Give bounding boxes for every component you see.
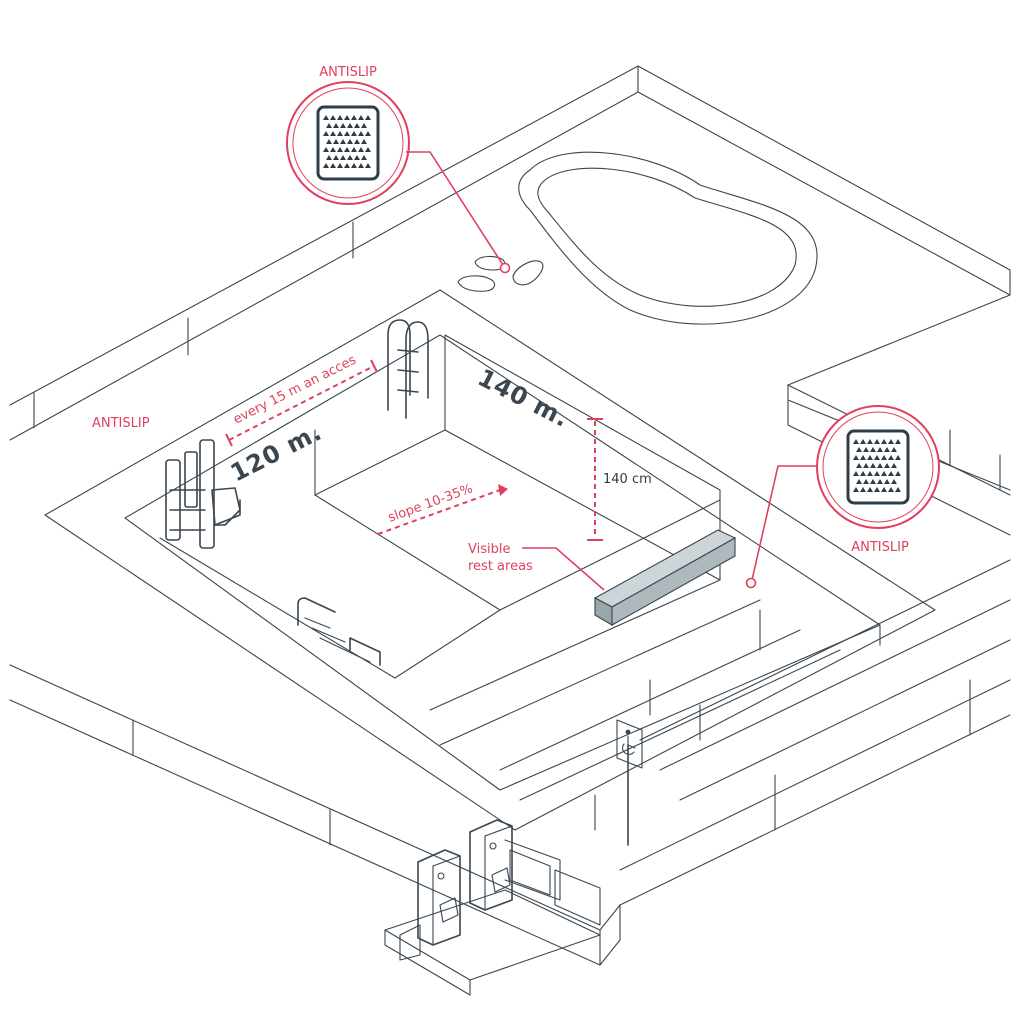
rest-areas-label-line2: rest areas	[468, 559, 533, 574]
slope-dimension: slope 10-35%	[377, 481, 508, 535]
shower-area	[384, 819, 601, 996]
depth-deep-label: 140 m.	[473, 363, 574, 433]
pool-steps-rail	[297, 597, 381, 666]
outer-deck	[9, 65, 1011, 966]
antislip-texture-icon	[323, 115, 371, 168]
depth-shallow-label: 120 m.	[226, 418, 327, 488]
access-spacing-label: every 15 m an acces	[231, 352, 359, 427]
antislip-callout-right: ANTISLIP	[745, 405, 940, 589]
wheelchair-accessible-icon	[622, 729, 636, 755]
rest-areas-label-line1: Visible	[468, 542, 510, 557]
antislip-texture-icon	[853, 439, 901, 492]
rest-bench	[593, 529, 737, 626]
vertical-depth-dimension: 140 cm	[587, 418, 652, 541]
vertical-depth-label: 140 cm	[603, 472, 652, 487]
freeform-pool	[457, 151, 818, 325]
pool-ladder	[387, 319, 429, 419]
antislip-label-top: ANTISLIP	[319, 65, 377, 80]
antislip-label-left: ANTISLIP	[92, 416, 150, 431]
rest-areas-callout: Visible rest areas	[468, 542, 605, 591]
antislip-callout-top: ANTISLIP	[286, 65, 511, 274]
pool-lift-chair	[165, 439, 241, 549]
accessible-sign	[616, 719, 643, 846]
slope-label: slope 10-35%	[386, 481, 475, 525]
antislip-label-right: ANTISLIP	[851, 540, 909, 555]
